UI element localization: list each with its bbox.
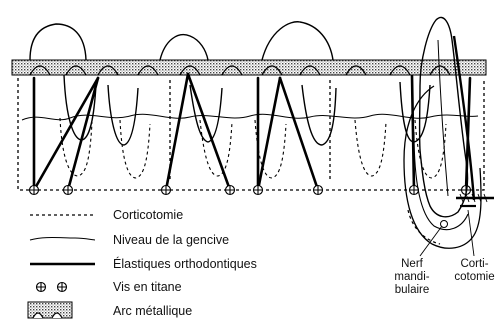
cortico-leader <box>468 210 474 256</box>
legend-label-arch: Arc métallique <box>113 304 192 318</box>
legend-label-corticotomy: Corticotomie <box>113 208 183 222</box>
root-dashed-1 <box>60 118 92 176</box>
screw-icon <box>226 186 235 195</box>
legend-label-elastics: Élastiques orthodontiques <box>113 257 257 271</box>
root-dashed-2 <box>120 120 150 178</box>
legend-arch-icon <box>28 302 72 318</box>
screw-icon <box>254 186 263 195</box>
screw-icon <box>162 186 171 195</box>
nerve-leader <box>420 226 442 256</box>
legend-screw-icon <box>37 283 67 292</box>
screw-icon <box>64 186 73 195</box>
section-screw-icon <box>456 194 494 202</box>
alveolar-inner <box>414 132 468 230</box>
screw-icon <box>314 186 323 195</box>
screw-icon <box>30 186 39 195</box>
tooth-outlines <box>30 22 430 145</box>
legend-gingiva-symbol <box>30 238 95 241</box>
legend-label-gingiva: Niveau de la gencive <box>113 233 229 247</box>
legend-symbols <box>28 215 95 318</box>
metal-arch-band <box>12 60 486 75</box>
corticotomy-annotation: Corti- cotomie <box>452 258 497 284</box>
lateral-section <box>404 17 494 256</box>
legend-label-screws: Vis en titane <box>113 280 182 294</box>
root-dashed-5 <box>355 120 386 176</box>
nerve-annotation: Nerf mandi- bulaire <box>388 258 436 297</box>
